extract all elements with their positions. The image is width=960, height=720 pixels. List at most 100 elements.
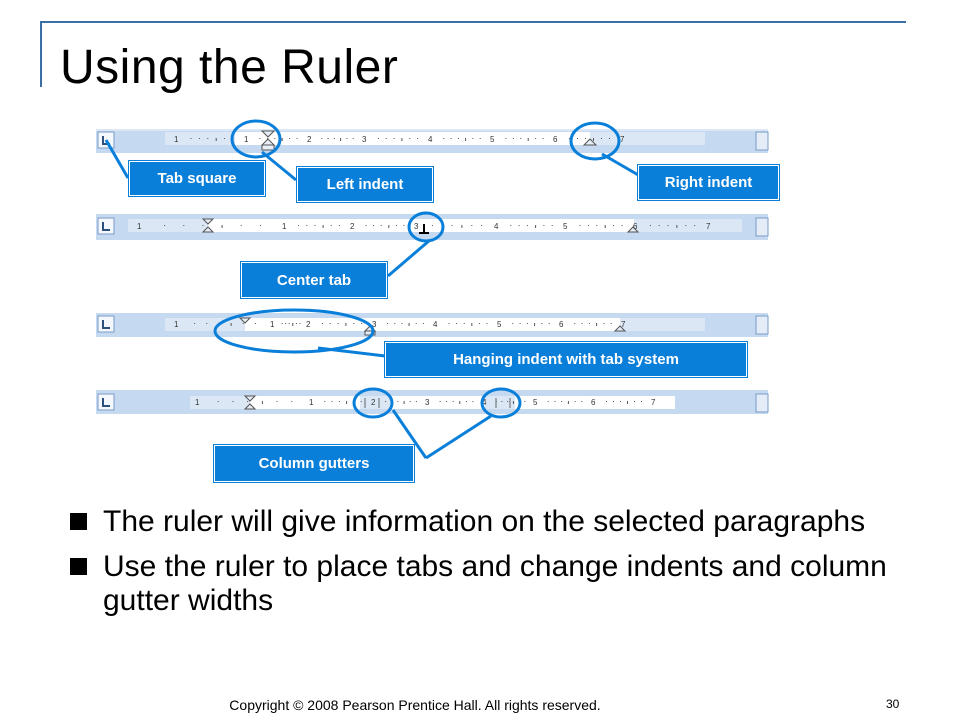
ruler-tick [206, 323, 208, 324]
ruler-tick [393, 138, 395, 139]
highlight-circles [104, 119, 641, 460]
ruler-tick [340, 138, 342, 141]
page-number: 30 [886, 697, 900, 711]
ruler-number: 5 [533, 398, 538, 407]
bullet-item: Use the ruler to place tabs and change i… [62, 550, 922, 618]
ruler-tick [574, 323, 576, 324]
ruler-1 [96, 129, 769, 153]
slide-frame-top [40, 21, 906, 23]
ruler-tick [346, 401, 348, 404]
ruler-tick [327, 138, 329, 139]
ruler-tick [164, 225, 166, 226]
ruler-tick [613, 401, 614, 402]
ruler-tick [610, 323, 612, 324]
ruler-tick [322, 225, 324, 228]
ruler-tick [471, 225, 473, 226]
ruler-tick [512, 138, 514, 139]
ruler-tick [394, 323, 396, 324]
ruler-tick [295, 323, 297, 324]
callout-column-gutters: Column gutters [214, 445, 414, 482]
ruler-tick [409, 401, 411, 402]
ruler-tick [567, 401, 569, 404]
ruler-tick [329, 323, 331, 324]
ruler-tick [190, 138, 192, 139]
ruler-tick [202, 225, 204, 226]
ruler-tick [338, 225, 340, 226]
ruler-tick [471, 323, 473, 326]
ruler-number: 6 [553, 135, 558, 144]
ruler-tick [667, 225, 669, 226]
ruler-tick [574, 401, 576, 402]
ruler-tick [512, 323, 514, 324]
ruler-tick [401, 138, 403, 141]
ruler-tick [452, 401, 454, 402]
ruler-tick [512, 401, 514, 404]
ruler-tick [593, 138, 594, 141]
ruler-number: 1 [309, 398, 314, 407]
ruler-tick [519, 323, 521, 324]
ruler-tick [579, 225, 581, 226]
ruler-tick [385, 401, 387, 402]
ruler-tick [535, 225, 537, 228]
ruler-tick [224, 138, 226, 139]
ruler-number: 5 [490, 135, 495, 144]
ruler-tick [403, 225, 405, 226]
ruler-number: 2 [307, 135, 312, 144]
ruler-tick [306, 225, 308, 226]
ruler-tick [461, 225, 463, 228]
ruler-number: 3 [425, 398, 430, 407]
ruler-tick [281, 138, 283, 141]
ruler-tick [380, 225, 382, 226]
ruler-tick [581, 401, 583, 402]
ruler-tick [298, 225, 300, 226]
ruler-tick [547, 401, 549, 402]
ruler-number: 6 [559, 320, 564, 329]
ruler-number: 1 [174, 320, 179, 329]
ruler-tick [620, 401, 621, 402]
ruler-tick [377, 138, 379, 139]
ruler-tick [478, 323, 480, 324]
ruler-tick [577, 138, 578, 139]
ruler-tick [457, 138, 459, 139]
ruler-tick [621, 225, 623, 226]
ruler-tick [281, 323, 283, 324]
ruler-2 [96, 214, 769, 240]
callout-left-indent: Left indent [297, 167, 433, 202]
ruler-number: 7 [651, 398, 656, 407]
ruler-tick [649, 225, 651, 226]
ruler-tick [585, 138, 586, 139]
bullet-text: Use the ruler to place tabs and change i… [103, 550, 887, 617]
ruler-tick [596, 323, 598, 326]
ruler-3 [96, 313, 769, 337]
ruler-tick [207, 138, 209, 139]
ruler-tick [505, 138, 507, 139]
ruler-tick [240, 225, 242, 226]
ruler-tick [259, 225, 261, 226]
ruler-tick [324, 401, 326, 402]
ruler-tick [314, 225, 316, 226]
ruler-tick [439, 401, 441, 402]
ruler-tick [330, 225, 332, 226]
ruler-number: 2 [371, 398, 376, 407]
ruler-tick [534, 323, 536, 326]
ruler-number: 1 [282, 222, 287, 231]
ruler-number: 4 [494, 222, 499, 231]
copyright-footer: Copyright © 2008 Pearson Prentice Hall. … [229, 697, 601, 713]
ruler-tick [609, 138, 610, 139]
slide-title: Using the Ruler [60, 41, 399, 94]
bullet-item: The ruler will give information on the s… [62, 505, 922, 539]
ruler-tick [526, 323, 528, 324]
ruler-tick [463, 323, 465, 324]
ruler-number: 2 [306, 320, 311, 329]
callout-center-tab: Center tab [241, 262, 387, 298]
ruler-tick [627, 401, 628, 404]
ruler-tick [603, 323, 605, 324]
ruler-tick [541, 323, 543, 324]
ruler-number: 1 [174, 135, 179, 144]
ruler-tick [524, 401, 526, 402]
ruler-tick [387, 323, 389, 324]
ruler-tick [448, 323, 450, 324]
ruler-number: 7 [621, 320, 626, 329]
ruler-tick [431, 225, 433, 226]
